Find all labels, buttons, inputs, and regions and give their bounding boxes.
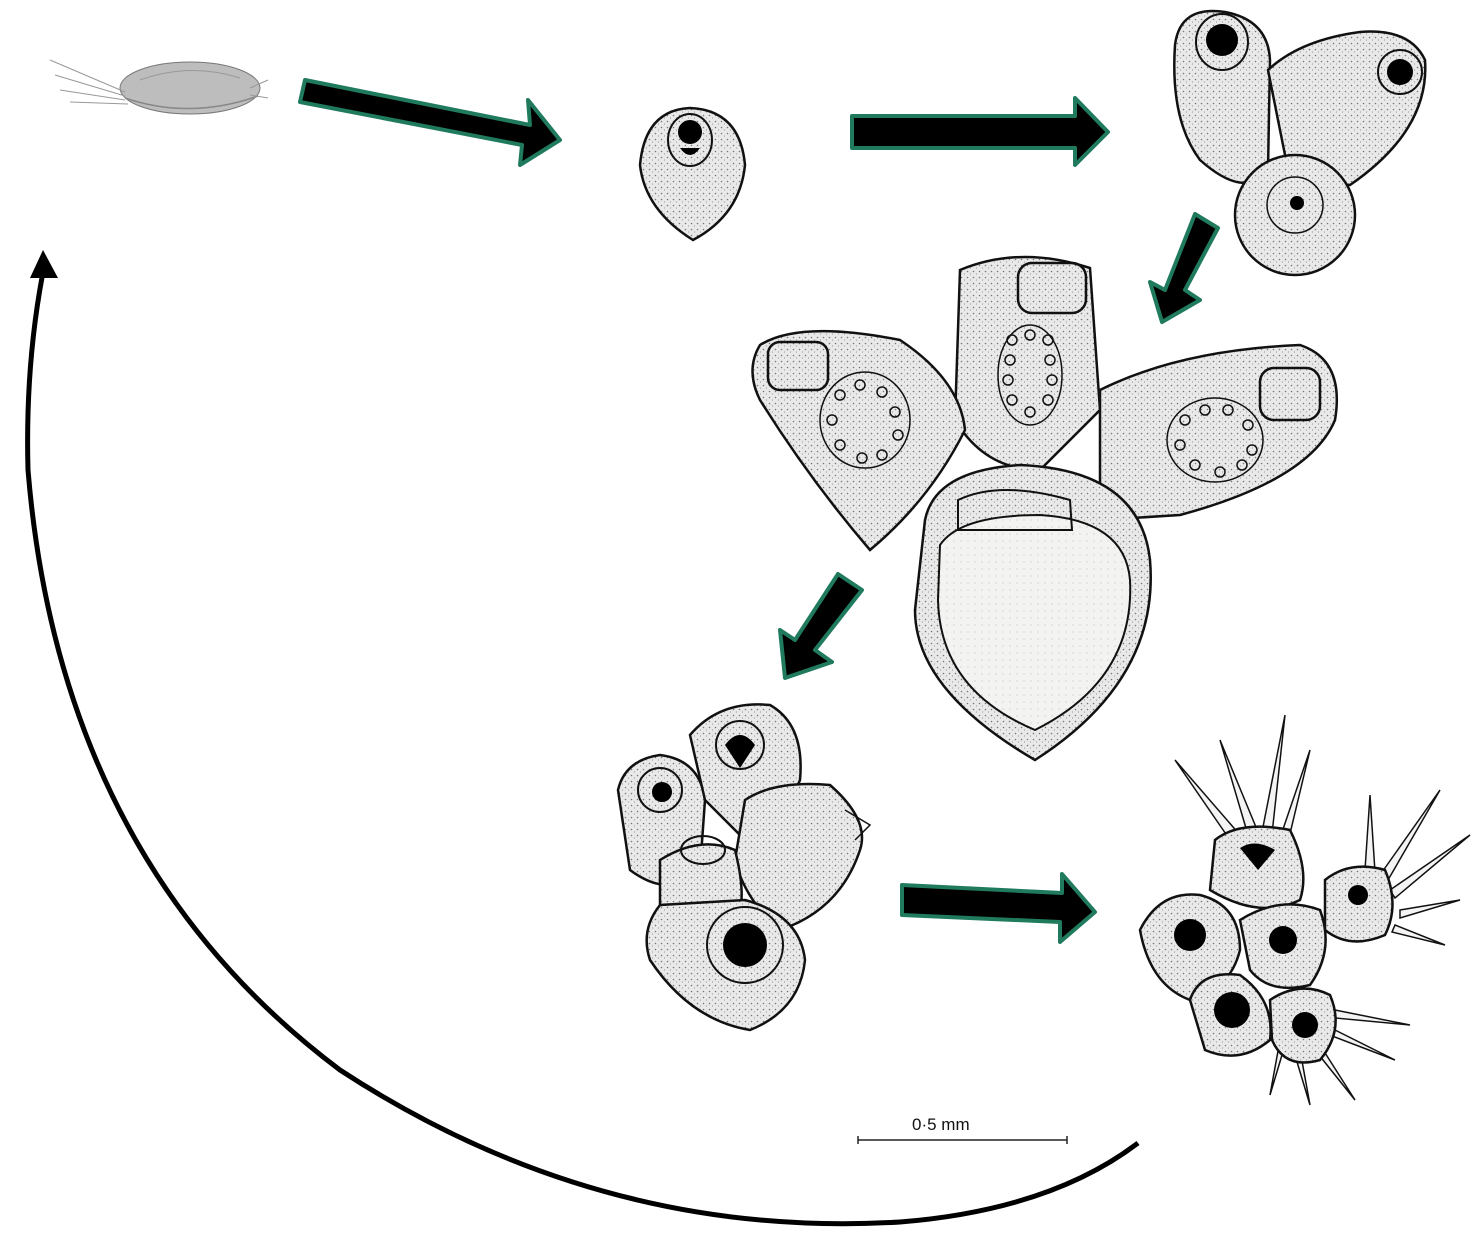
young-colony-drawing	[618, 704, 870, 1030]
arrow-brooding-to-young	[780, 574, 862, 678]
arrowhead-icon	[30, 250, 58, 278]
spined-colony-drawing	[1140, 715, 1470, 1105]
arrow-three-zooid-to-brooding	[1150, 214, 1218, 322]
larva-drawing	[50, 60, 268, 114]
scale-bar-label: 0·5 mm	[912, 1115, 970, 1134]
brooding-colony-drawing	[753, 257, 1337, 760]
arrow-ancestrula-to-three-zooid	[852, 98, 1108, 165]
scale-bar: 0·5 mm	[858, 1115, 1067, 1144]
ancestrula-drawing	[640, 108, 745, 240]
arrow-larva-to-ancestrula	[300, 80, 560, 165]
arrow-young-to-spined	[902, 874, 1095, 942]
